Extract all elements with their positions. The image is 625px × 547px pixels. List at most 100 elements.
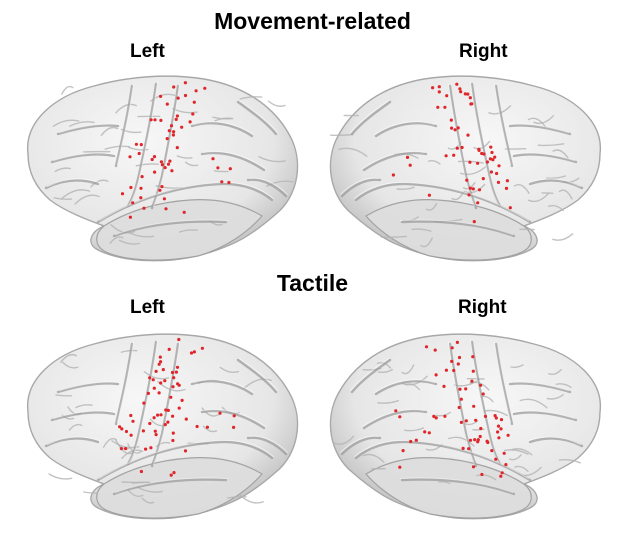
electrode-dot [458, 87, 461, 90]
electrode-dot [450, 360, 453, 363]
electrode-dot [172, 130, 175, 133]
electrode-dot [489, 157, 492, 160]
electrode-dot [494, 458, 497, 461]
electrode-dot [450, 127, 453, 130]
electrode-dot [505, 187, 508, 190]
electrode-dot [232, 426, 235, 429]
electrode-dot [129, 414, 132, 417]
electrode-dot [480, 152, 483, 155]
electrode-dot [479, 435, 482, 438]
electrode-dot [442, 385, 445, 388]
electrode-dot [153, 416, 156, 419]
electrode-dot [454, 128, 457, 131]
electrode-dot [462, 447, 465, 450]
electrode-dot [153, 118, 156, 121]
electrode-dot [150, 118, 153, 121]
electrode-dot [155, 433, 158, 436]
electrode-dot [469, 187, 472, 190]
electrode-dot [170, 124, 173, 127]
electrode-dot [486, 160, 489, 163]
electrode-dot [470, 102, 473, 105]
electrode-dot [478, 149, 481, 152]
electrode-dot [159, 356, 162, 359]
electrode-dot [464, 92, 467, 95]
brain-movement-left [6, 62, 306, 272]
electrode-dot [170, 474, 173, 477]
electrode-dot [474, 419, 477, 422]
electrode-dot [470, 380, 473, 383]
electrode-dot [159, 413, 162, 416]
electrode-dot [450, 119, 453, 122]
electrode-dot [166, 103, 169, 106]
electrode-dot [435, 373, 438, 376]
electrode-dot [409, 164, 412, 167]
electrode-dot [415, 439, 418, 442]
electrode-dot [154, 430, 157, 433]
electrode-dot [398, 466, 401, 469]
electrode-dot [456, 147, 459, 150]
electrode-dot [162, 368, 165, 371]
electrode-dot [493, 156, 496, 159]
electrode-dot [509, 206, 512, 209]
electrode-dot [118, 425, 121, 428]
electrode-dot [176, 114, 179, 117]
electrode-dot [147, 392, 150, 395]
electrode-dot [432, 415, 435, 418]
electrode-dot [159, 95, 162, 98]
electrode-dot [486, 441, 489, 444]
electrode-dot [472, 405, 475, 408]
electrode-dot [153, 171, 156, 174]
electrode-dot [233, 414, 236, 417]
electrode-dot [476, 162, 479, 165]
electrode-dot [445, 369, 448, 372]
electrode-dot [494, 414, 497, 417]
section-title-movement: Movement-related [0, 10, 625, 33]
electrode-dot [193, 101, 196, 104]
electrode-dot [467, 447, 470, 450]
electrode-dot [178, 384, 181, 387]
electrode-dot [480, 473, 483, 476]
electrode-dot [176, 366, 179, 369]
electrode-dot [466, 134, 469, 137]
electrode-dot [171, 371, 174, 374]
electrode-dot [163, 197, 166, 200]
electrode-dot [156, 414, 159, 417]
electrode-dot [149, 446, 152, 449]
electrode-dot [392, 173, 395, 176]
electrode-dot [164, 408, 167, 411]
electrode-dot [428, 194, 431, 197]
electrode-dot [185, 418, 188, 421]
hemisphere-label-right: Right [458, 298, 507, 317]
electrode-dot [497, 181, 500, 184]
electrode-dot [438, 90, 441, 93]
electrode-dot [227, 181, 230, 184]
electrode-dot [170, 169, 173, 172]
electrode-dot [184, 449, 187, 452]
electrode-dot [398, 415, 401, 418]
electrode-dot [148, 422, 151, 425]
electrode-dot [504, 463, 507, 466]
electrode-dot [155, 370, 158, 373]
electrode-dot [191, 112, 194, 115]
electrode-dot [160, 185, 163, 188]
electrode-dot [458, 388, 461, 391]
electrode-dot [163, 379, 166, 382]
electrode-dot [479, 427, 482, 430]
electrode-dot [490, 170, 493, 173]
electrode-dot [469, 439, 472, 442]
electrode-dot [500, 418, 503, 421]
hemisphere-label-left: Left [130, 42, 165, 61]
electrode-dot [159, 119, 162, 122]
electrode-dot [159, 360, 162, 363]
electrode-dot [506, 179, 509, 182]
electrode-dot [142, 429, 145, 432]
electrode-dot [158, 189, 161, 192]
electrode-dot [482, 177, 485, 180]
electrode-dot [148, 376, 151, 379]
electrode-dot [196, 425, 199, 428]
electrode-dot [431, 86, 434, 89]
electrode-dot [168, 160, 171, 163]
electrode-dot [472, 187, 475, 190]
electrode-dot [164, 423, 167, 426]
electrode-dot [507, 434, 510, 437]
